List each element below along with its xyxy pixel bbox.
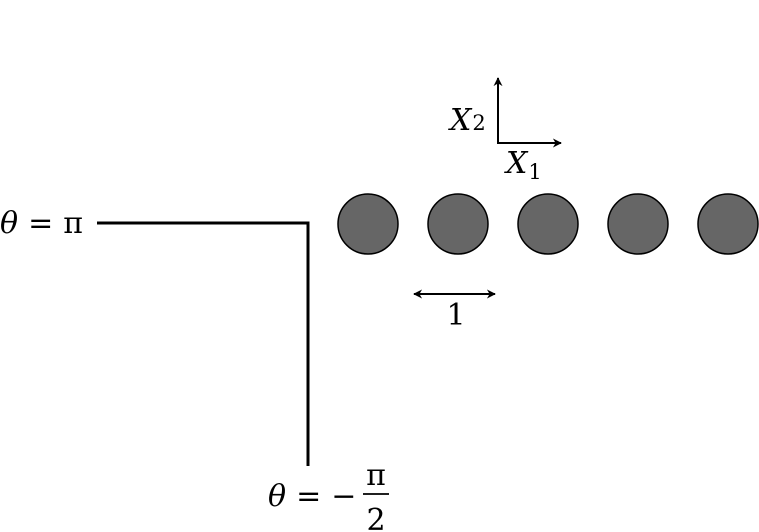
boundary-line [97, 221, 310, 466]
particle-2 [427, 193, 489, 255]
x2-axis-label: X2 [448, 103, 486, 138]
coordinate-axes: X2 X1 [448, 77, 562, 184]
particle-row [337, 193, 759, 255]
spacing-indicator: 1 [413, 289, 496, 333]
particle-1 [337, 193, 399, 255]
boundary [97, 221, 310, 466]
theta-pi-label: θ=π [0, 206, 83, 241]
particle-3 [517, 193, 579, 255]
spacing-label: 1 [446, 298, 465, 333]
particle-4 [607, 193, 669, 255]
x1-axis-label: X1 [504, 146, 542, 184]
theta-minus-half-pi-label: θ=− π 2 [268, 458, 389, 532]
theta-minus-half-pi-main: θ=− [268, 479, 356, 514]
particle-5 [697, 193, 759, 255]
fraction-numerator: π [366, 458, 386, 493]
fraction-denominator: 2 [366, 503, 385, 532]
